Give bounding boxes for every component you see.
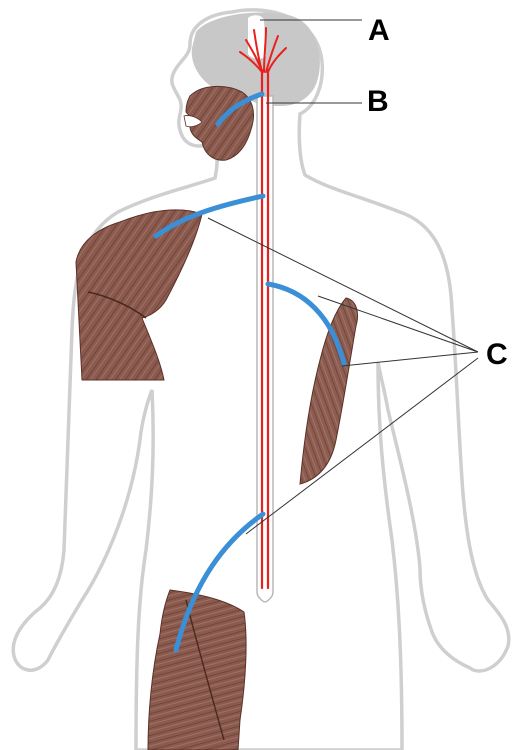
spinal-canal: [257, 96, 273, 602]
label-b: B: [367, 87, 389, 117]
label-a: A: [368, 16, 390, 46]
label-c: C: [486, 340, 508, 370]
thigh-muscle: [148, 590, 246, 750]
